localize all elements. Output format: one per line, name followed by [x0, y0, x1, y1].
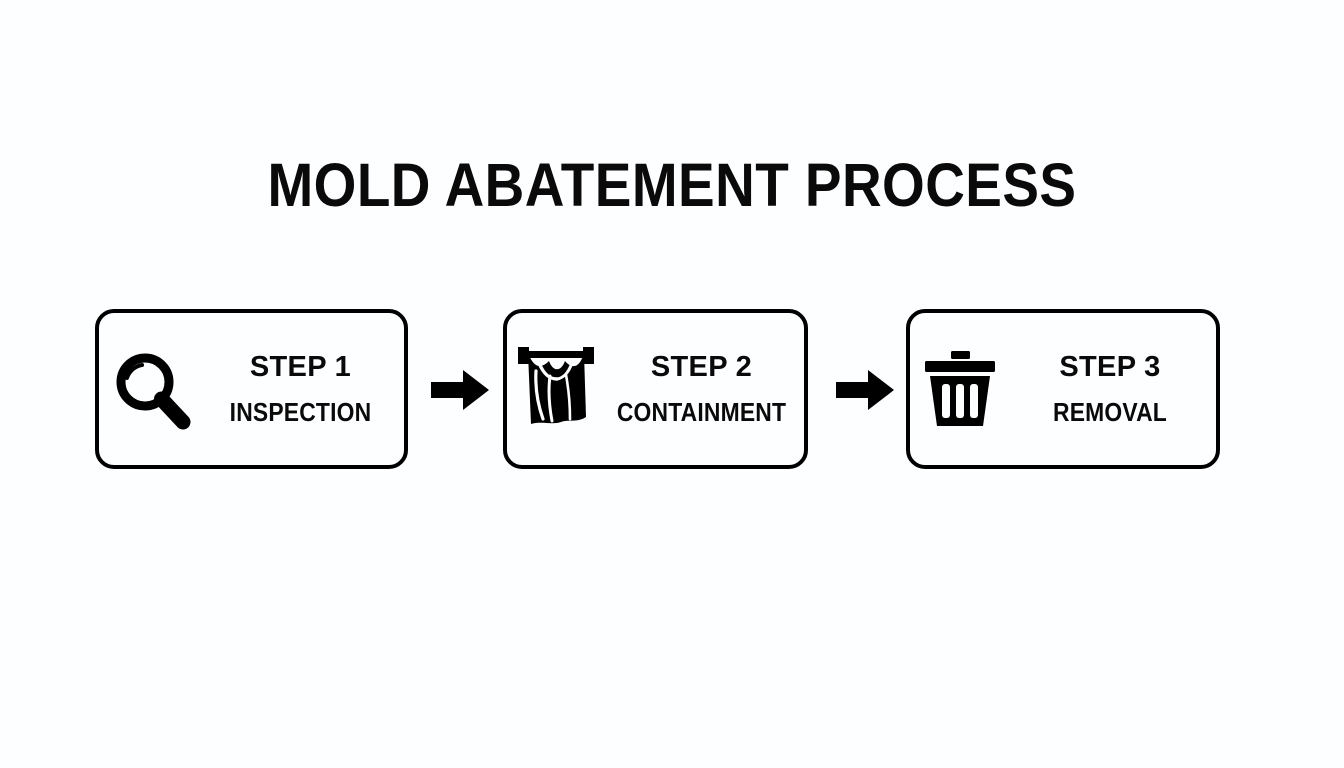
plastic-sheeting-icon — [507, 345, 605, 433]
page-title: MOLD ABATEMENT PROCESS — [267, 151, 1077, 219]
step-name-label: REMOVAL — [1053, 397, 1167, 427]
step-number-label: STEP 1 — [249, 351, 352, 383]
arrow-right-icon — [836, 370, 894, 410]
magnifying-glass-icon — [99, 346, 203, 432]
step-name-label: INSPECTION — [229, 397, 372, 427]
step-name-label: CONTAINMENT — [616, 397, 787, 427]
step-card-text: STEP 1 INSPECTION — [203, 350, 404, 428]
step-number-label: STEP 2 — [650, 351, 753, 383]
trash-can-icon — [910, 350, 1010, 428]
step-card-inspection[interactable]: STEP 1 INSPECTION — [95, 309, 408, 469]
step-card-removal[interactable]: STEP 3 REMOVAL — [906, 309, 1220, 469]
step-number-label: STEP 3 — [1059, 351, 1161, 383]
step-card-text: STEP 2 CONTAINMENT — [605, 350, 804, 428]
step-card-containment[interactable]: STEP 2 CONTAINMENT — [503, 309, 808, 469]
step-card-text: STEP 3 REMOVAL — [1010, 350, 1216, 428]
arrow-right-icon — [431, 370, 489, 410]
